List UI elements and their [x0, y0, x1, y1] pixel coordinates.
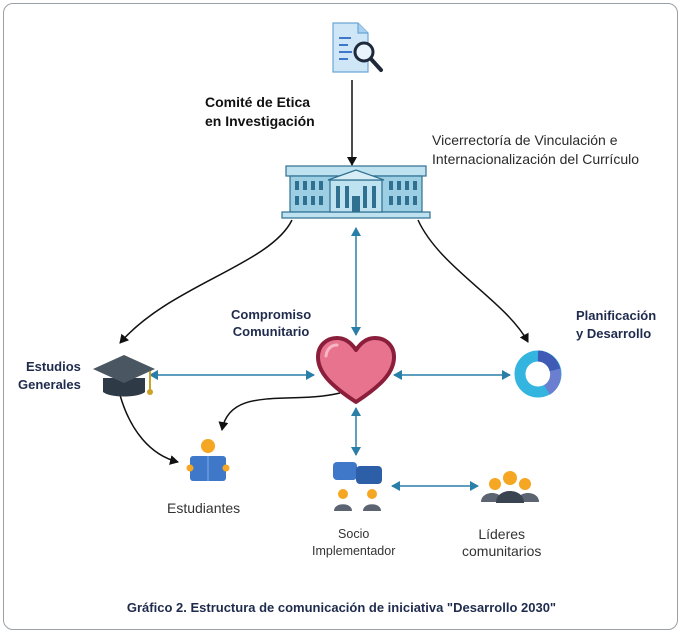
label-socio-line-1: Socio [338, 527, 370, 541]
black-arrows [119, 80, 529, 465]
blue-arrows [149, 227, 511, 491]
label-socio-line-2: Implementador [312, 544, 396, 558]
donut-chart-icon [514, 350, 562, 398]
figure-caption: Gráfico 2. Estructura de comunicación de… [126, 600, 557, 615]
label-lideres-line-2: comunitarios [462, 543, 542, 559]
label-vicerrectoria: Vicerrectoría de Vinculación e Internaci… [432, 131, 639, 169]
label-estudios-generales-line-1: Estudios [25, 359, 81, 374]
label-planificacion-line-1: Planificación [576, 308, 657, 323]
label-lideres-line-1: Líderes [478, 526, 526, 542]
arrow-estudios-generales-to-estudiantes [119, 394, 179, 465]
label-compromiso: Compromiso Comunitario [231, 306, 311, 340]
community-group-icon [481, 471, 539, 503]
label-lideres: Líderes comunitarios [462, 526, 541, 560]
label-socio: Socio Implementador [312, 526, 395, 560]
label-comite-line-1: Comité de Etica [205, 94, 311, 110]
label-comite: Comité de Etica en Investigación [205, 93, 315, 131]
chat-people-icon [333, 462, 382, 511]
label-comite-line-2: en Investigación [205, 113, 315, 129]
reading-student-icon [186, 439, 230, 481]
graduation-cap-icon [93, 355, 155, 397]
label-planificacion: Planificación y Desarrollo [576, 307, 656, 343]
label-estudios-generales: Estudios Generales [18, 358, 81, 394]
document-search-icon [332, 22, 383, 73]
label-planificacion-line-2: y Desarrollo [576, 326, 652, 341]
arrow-compromiso-to-estudiantes [218, 392, 341, 431]
arrow-vicerrectoria-to-planificacion [417, 219, 529, 343]
label-compromiso-line-1: Compromiso [231, 307, 312, 322]
label-estudios-generales-line-2: Generales [18, 377, 81, 392]
label-vicerrectoria-line-1: Vicerrectoría de Vinculación e [432, 132, 618, 148]
diagram-frame [3, 3, 678, 630]
university-building-icon [281, 165, 431, 219]
label-vicerrectoria-line-2: Internacionalización del Currículo [432, 151, 639, 167]
arrow-vicerrectoria-to-estudios-generales [119, 219, 293, 344]
heart-icon [316, 336, 396, 404]
label-compromiso-line-2: Comunitario [232, 324, 310, 339]
label-estudiantes: Estudiantes [167, 500, 241, 516]
